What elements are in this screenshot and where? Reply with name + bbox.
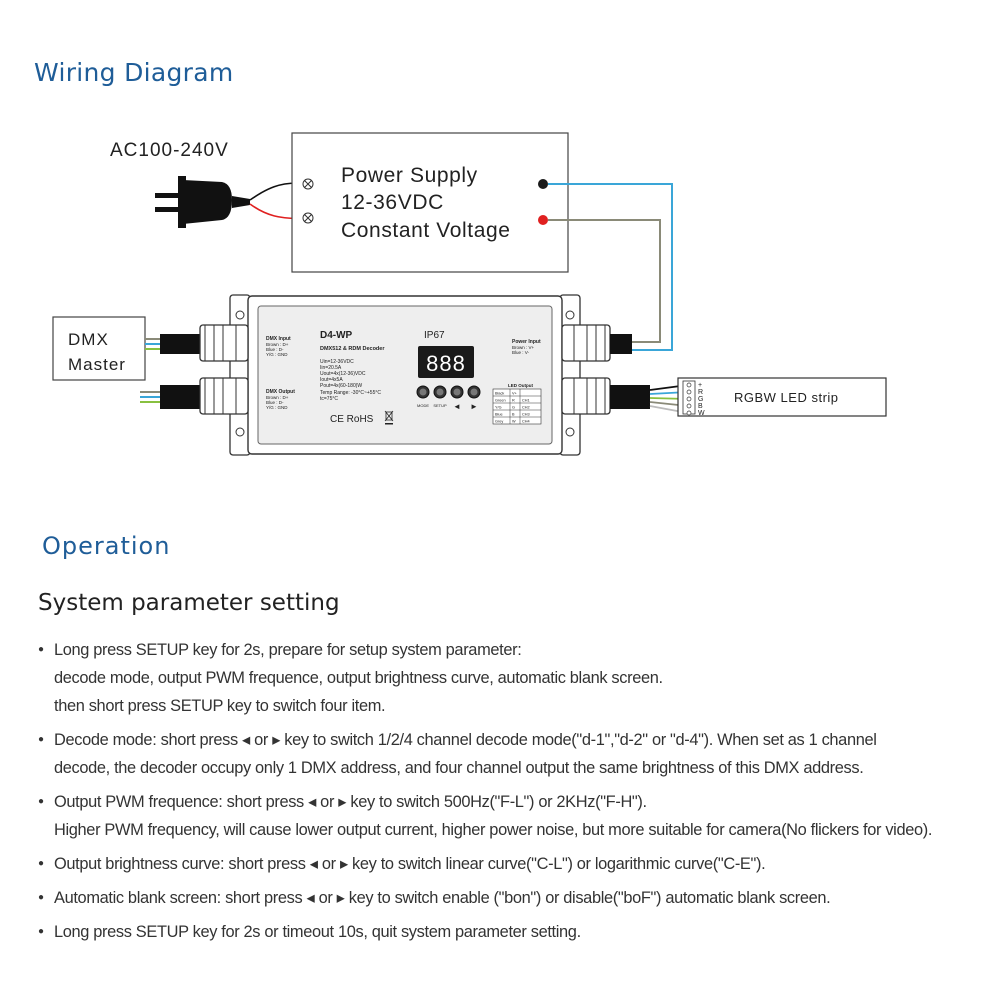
led-table-cell: G bbox=[512, 406, 515, 410]
dmx-input-line-3: Y/G : GND bbox=[266, 352, 288, 357]
setup-button[interactable] bbox=[433, 385, 447, 399]
bullet-continuation: then short press SETUP key to switch fou… bbox=[54, 697, 386, 715]
dmx-master-line-2: Master bbox=[68, 355, 126, 374]
ac-plug-icon bbox=[155, 176, 250, 228]
psu-line-2: 12-36VDC bbox=[341, 191, 444, 214]
led-table-cell: CH1 bbox=[522, 399, 530, 403]
mode-button[interactable] bbox=[416, 385, 430, 399]
dmx-output-line-1: Brown : D+ bbox=[266, 395, 289, 400]
strip-pin-r: R bbox=[698, 389, 703, 396]
led-display bbox=[418, 346, 474, 378]
strip-pin-g: G bbox=[698, 396, 703, 403]
dmx-input-line-1: Brown : D+ bbox=[266, 342, 289, 347]
led-table-cell: CH2 bbox=[522, 406, 530, 410]
list-item: Output brightness curve: short press ◂ o… bbox=[38, 850, 988, 878]
list-item: Decode mode: short press ◂ or ▸ key to s… bbox=[38, 726, 988, 782]
display-digits: 888 bbox=[426, 351, 466, 376]
led-table-cell: Green bbox=[495, 399, 506, 403]
led-output-gland bbox=[561, 377, 650, 415]
spec-line-4: Iout=4x5A bbox=[320, 377, 343, 383]
list-item: Long press SETUP key for 2s, prepare for… bbox=[38, 636, 988, 720]
power-supply-box: Power Supply 12-36VDC Constant Voltage bbox=[291, 132, 569, 273]
wiring-diagram: AC100-240V Power Supply 12-36VDC Constan… bbox=[52, 132, 887, 456]
led-table-cell: CH4 bbox=[522, 420, 530, 424]
led-table-cell: V+ bbox=[512, 392, 518, 396]
dmx-output-label: DMX Output bbox=[266, 389, 295, 395]
list-item: Output PWM frequence: short press ◂ or ▸… bbox=[38, 788, 988, 844]
wiring-diagram-title: Wiring Diagram bbox=[34, 58, 234, 87]
led-table-cell: Black bbox=[495, 392, 504, 396]
bullet-text: Automatic blank screen: short press ◂ or… bbox=[54, 889, 831, 907]
power-input-label: Power Input bbox=[512, 339, 541, 345]
led-table-cell: B bbox=[512, 413, 515, 417]
bullet-text: Decode mode: short press ◂ or ▸ key to s… bbox=[54, 731, 877, 749]
power-input-line-2: Blue : V- bbox=[512, 350, 530, 355]
led-table-cell: Blue bbox=[495, 413, 503, 417]
spec-line-2: Iin=20.5A bbox=[320, 365, 342, 371]
bullet-text: Output brightness curve: short press ◂ o… bbox=[54, 855, 766, 873]
spec-line-1: Uin=12-36VDC bbox=[320, 359, 354, 365]
led-table-cell: R bbox=[512, 399, 515, 403]
dmx-input-label: DMX Input bbox=[266, 336, 291, 342]
strip-pin-v: + bbox=[698, 382, 702, 389]
dmx-output-gland bbox=[199, 377, 249, 415]
weee-bin-icon bbox=[384, 410, 394, 425]
psu-line-1: Power Supply bbox=[341, 164, 478, 187]
bullet-text: Long press SETUP key for 2s, prepare for… bbox=[54, 641, 522, 659]
led-output-label: LED Output bbox=[508, 383, 533, 388]
decoder-device: DMX Input Brown : D+ Blue : D- Y/G : GND… bbox=[199, 294, 650, 456]
operation-title: Operation bbox=[42, 532, 171, 560]
dmx-output-cable bbox=[140, 385, 202, 409]
list-item: Long press SETUP key for 2s or timeout 1… bbox=[38, 918, 988, 946]
led-output-table: LED Output Black V+ Green R CH1 Y/G G CH… bbox=[492, 383, 542, 425]
right-button[interactable] bbox=[467, 385, 481, 399]
led-strip-label: RGBW LED strip bbox=[734, 390, 839, 405]
dmx-output-line-3: Y/G : GND bbox=[266, 405, 288, 410]
setup-button-label: SETUP bbox=[433, 403, 447, 408]
left-button[interactable] bbox=[450, 385, 464, 399]
spec-line-3: Uout=4x(12-36)VDC bbox=[320, 371, 366, 377]
system-parameter-title: System parameter setting bbox=[38, 590, 340, 616]
spec-line-7: tc=75°C bbox=[320, 396, 338, 402]
psu-negative-terminal bbox=[538, 179, 548, 189]
left-arrow-label: ◄ bbox=[453, 402, 461, 411]
ac-input-label: AC100-240V bbox=[110, 140, 229, 161]
bullet-text: Long press SETUP key for 2s or timeout 1… bbox=[54, 923, 581, 941]
led-table-cell: W bbox=[512, 420, 516, 424]
device-model: D4-WP bbox=[320, 330, 353, 341]
dmx-master-line-1: DMX bbox=[68, 330, 109, 349]
led-table-cell: CH3 bbox=[522, 413, 530, 417]
bullet-continuation: decode mode, output PWM frequence, outpu… bbox=[54, 669, 663, 687]
power-input-gland bbox=[561, 324, 632, 362]
psu-line-3: Constant Voltage bbox=[341, 219, 511, 242]
dmx-input-gland bbox=[199, 324, 249, 362]
power-input-line-1: Brown : V+ bbox=[512, 345, 535, 350]
spec-line-5: Pout=4x(60-180)W bbox=[320, 383, 362, 389]
dmx-output-line-2: Blue : D- bbox=[266, 400, 284, 405]
bullet-continuation: decode, the decoder occupy only 1 DMX ad… bbox=[54, 759, 864, 777]
strip-pin-b: B bbox=[698, 403, 703, 410]
led-table-cell: Y/G bbox=[495, 406, 502, 410]
rgbw-led-strip: + R G B W RGBW LED strip bbox=[677, 377, 887, 417]
certification-marks: CE RoHS bbox=[330, 414, 374, 425]
spec-line-6: Temp Range: -30°C~+55°C bbox=[320, 390, 381, 396]
device-subtitle: DMX512 & RDM Decoder bbox=[320, 346, 385, 352]
led-table-cell: Grey bbox=[495, 420, 503, 424]
dmx-input-wires bbox=[145, 334, 202, 354]
bullet-continuation: Higher PWM frequency, will cause lower o… bbox=[54, 821, 933, 839]
device-ip-rating: IP67 bbox=[424, 330, 445, 341]
right-arrow-label: ► bbox=[470, 402, 478, 411]
instruction-list: Long press SETUP key for 2s, prepare for… bbox=[38, 636, 988, 952]
dmx-input-line-2: Blue : D- bbox=[266, 347, 284, 352]
strip-pin-w: W bbox=[698, 410, 705, 417]
dmx-master-box: DMX Master bbox=[52, 316, 146, 381]
list-item: Automatic blank screen: short press ◂ or… bbox=[38, 884, 988, 912]
mode-button-label: MODE bbox=[417, 403, 429, 408]
bullet-text: Output PWM frequence: short press ◂ or ▸… bbox=[54, 793, 647, 811]
psu-positive-terminal bbox=[538, 215, 548, 225]
